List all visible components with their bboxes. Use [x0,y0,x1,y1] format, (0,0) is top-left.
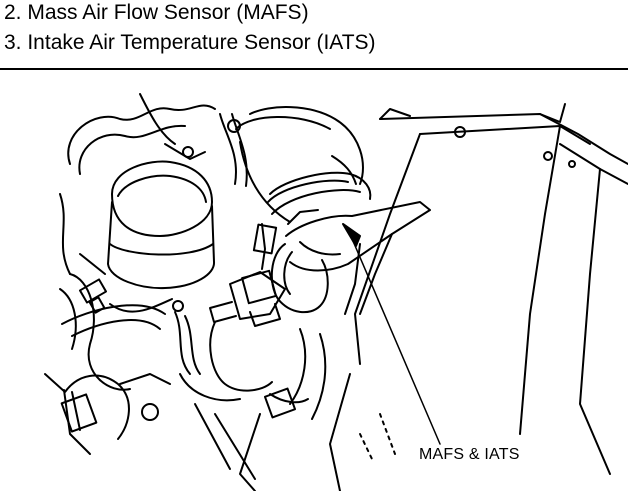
list-item-iats: 3. Intake Air Temperature Sensor (IATS) [4,31,376,54]
engine-bay-illustration [44,93,628,491]
mafs-housing [235,106,431,315]
component-list: 2. Mass Air Flow Sensor (MAFS) 3. Intake… [4,0,376,60]
header-divider [0,68,628,70]
callout-leader [349,233,441,445]
upper-hose [67,104,216,165]
sensor-connector [209,223,286,392]
reservoir-cap [107,160,215,290]
callout-label: MAFS & IATS [419,446,520,463]
air-cleaner-box [354,103,628,475]
list-item-mafs: 2. Mass Air Flow Sensor (MAFS) [4,1,309,24]
clamp-bolt [182,146,194,158]
